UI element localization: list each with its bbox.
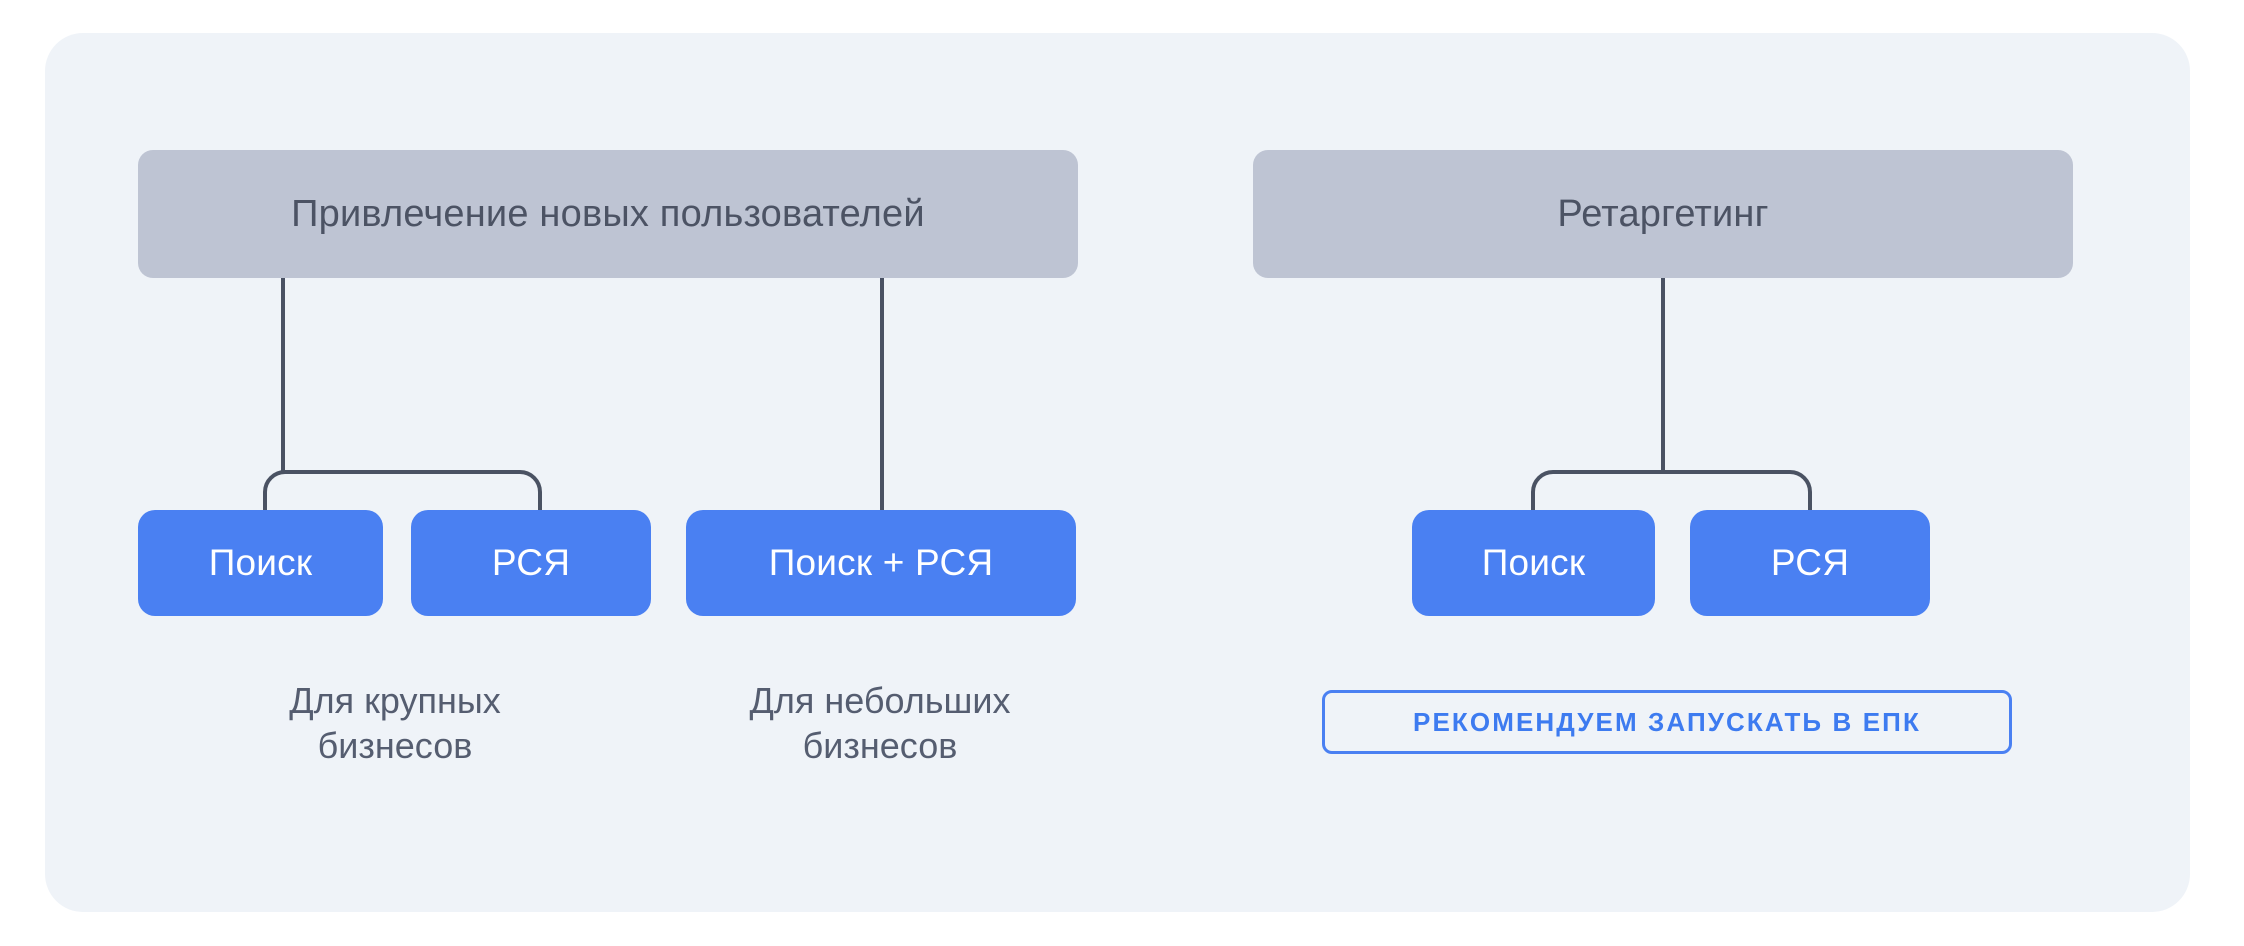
button-search-acquisition[interactable]: Поиск (138, 510, 383, 616)
button-rsya-retargeting[interactable]: РСЯ (1690, 510, 1930, 616)
button-rsya-acquisition[interactable]: РСЯ (411, 510, 651, 616)
button-search-plus-rsya[interactable]: Поиск + РСЯ (686, 510, 1076, 616)
button-search-retargeting[interactable]: Поиск (1412, 510, 1655, 616)
badge-recommendation: РЕКОМЕНДУЕМ ЗАПУСКАТЬ В ЕПК (1322, 690, 2012, 754)
caption-small-business: Для небольших бизнесов (749, 680, 1011, 766)
caption-large-business: Для крупных бизнесов (289, 680, 501, 766)
header-box-retargeting: Ретаргетинг (1253, 150, 2073, 278)
header-box-acquisition: Привлечение новых пользователей (138, 150, 1078, 278)
